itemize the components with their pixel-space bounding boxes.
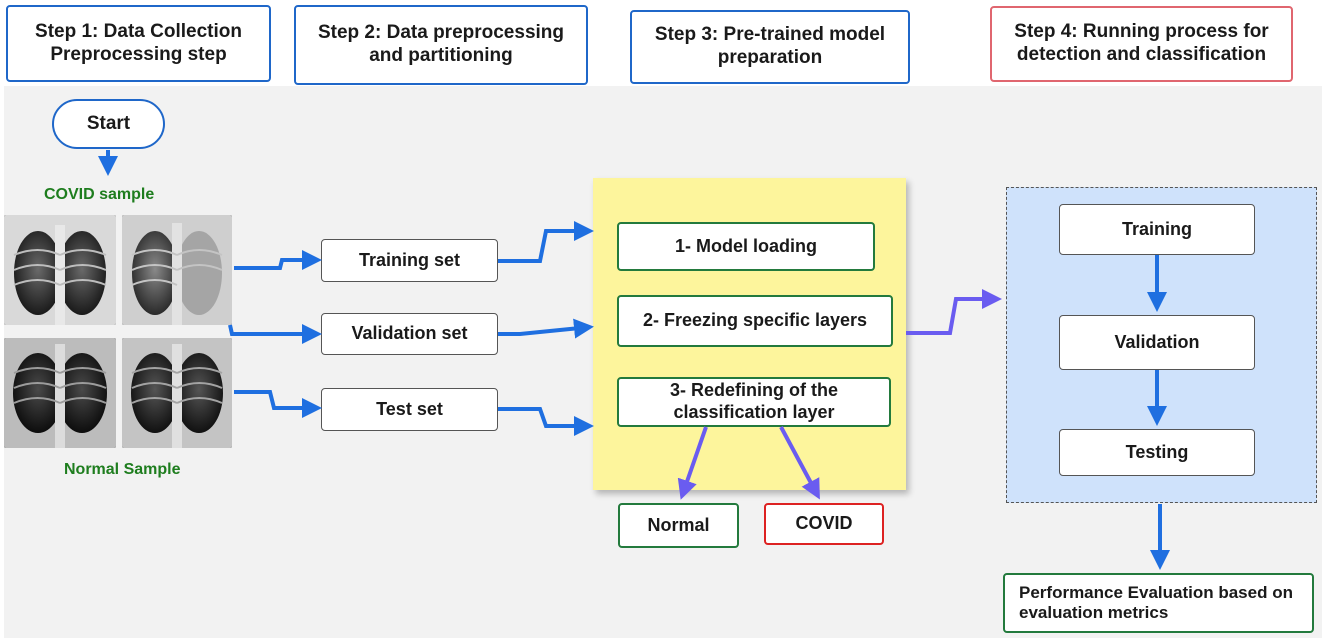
step4-header: Step 4: Running process for detection an… [990, 6, 1293, 82]
freezing-layers-box: 2- Freezing specific layers [617, 295, 893, 347]
covid-xray-image-2 [122, 215, 232, 325]
xray-chest-icon [122, 338, 232, 448]
step1-header: Step 1: Data Collection Preprocessing st… [6, 5, 271, 82]
normal-output-box: Normal [618, 503, 739, 548]
xray-chest-icon [4, 338, 116, 448]
model-to-normal-arrow [677, 426, 708, 500]
training-to-model-arrow [498, 221, 594, 263]
xray-chest-icon [4, 215, 116, 325]
validation-process-box: Validation [1059, 315, 1255, 370]
step2-header: Step 2: Data preprocessing and partition… [294, 5, 588, 85]
start-node: Start [52, 99, 165, 149]
normal-xray-image-2 [122, 338, 232, 448]
images-to-training-arrow [234, 250, 322, 270]
performance-evaluation-box: Performance Evaluation based on evaluati… [1003, 573, 1314, 633]
covid-output-box: COVID [764, 503, 884, 545]
model-loading-box: 1- Model loading [617, 222, 875, 271]
model-to-process-arrow [906, 289, 1002, 335]
redefining-layer-box: 3- Redefining of the classification laye… [617, 377, 891, 427]
images-to-validation-arrow [228, 324, 322, 344]
step3-header: Step 3: Pre-trained model preparation [630, 10, 910, 84]
xray-chest-icon [122, 215, 232, 325]
covid-sample-label: COVID sample [44, 186, 155, 203]
images-to-test-arrow [234, 390, 322, 418]
normal-xray-image-1 [4, 338, 116, 448]
testing-process-box: Testing [1059, 429, 1255, 476]
test-to-model-arrow [498, 407, 594, 436]
training-set-box: Training set [321, 239, 498, 282]
model-to-covid-arrow [779, 426, 820, 500]
training-process-box: Training [1059, 204, 1255, 255]
validation-to-model-arrow [498, 318, 594, 339]
test-set-box: Test set [321, 388, 498, 431]
normal-sample-label: Normal Sample [64, 461, 181, 478]
covid-xray-image-1 [4, 215, 116, 325]
validation-set-box: Validation set [321, 313, 498, 355]
